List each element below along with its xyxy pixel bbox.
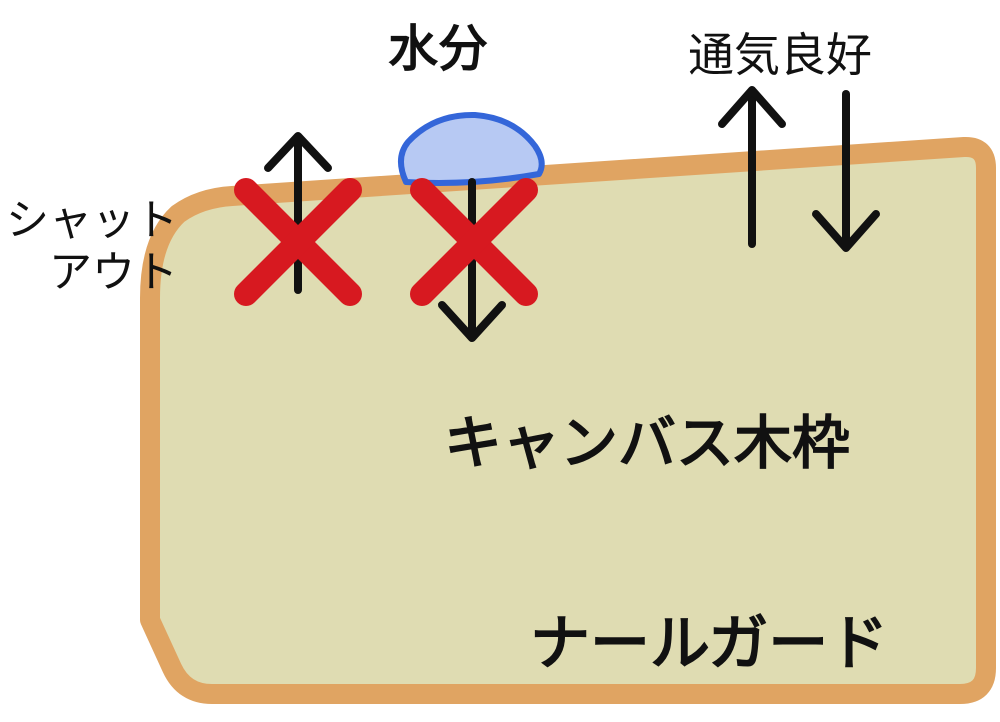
water-label: 水分 xyxy=(388,20,488,78)
ventilation-down-arrow xyxy=(812,90,880,252)
ventilation-label: 通気良好 xyxy=(688,28,872,82)
ventilation-up-arrow xyxy=(718,86,786,248)
shutout-up-arrow xyxy=(264,132,332,294)
water-droplet xyxy=(398,111,545,186)
shutout-label: シャット アウト xyxy=(6,196,178,298)
block-cross-right xyxy=(410,178,538,306)
block-cross-left xyxy=(234,178,362,306)
nail-guard-label: ナールガード xyxy=(530,609,889,679)
canvas-frame-label: キャンバス木枠 xyxy=(444,409,851,477)
nail-guard-outline xyxy=(140,137,996,704)
